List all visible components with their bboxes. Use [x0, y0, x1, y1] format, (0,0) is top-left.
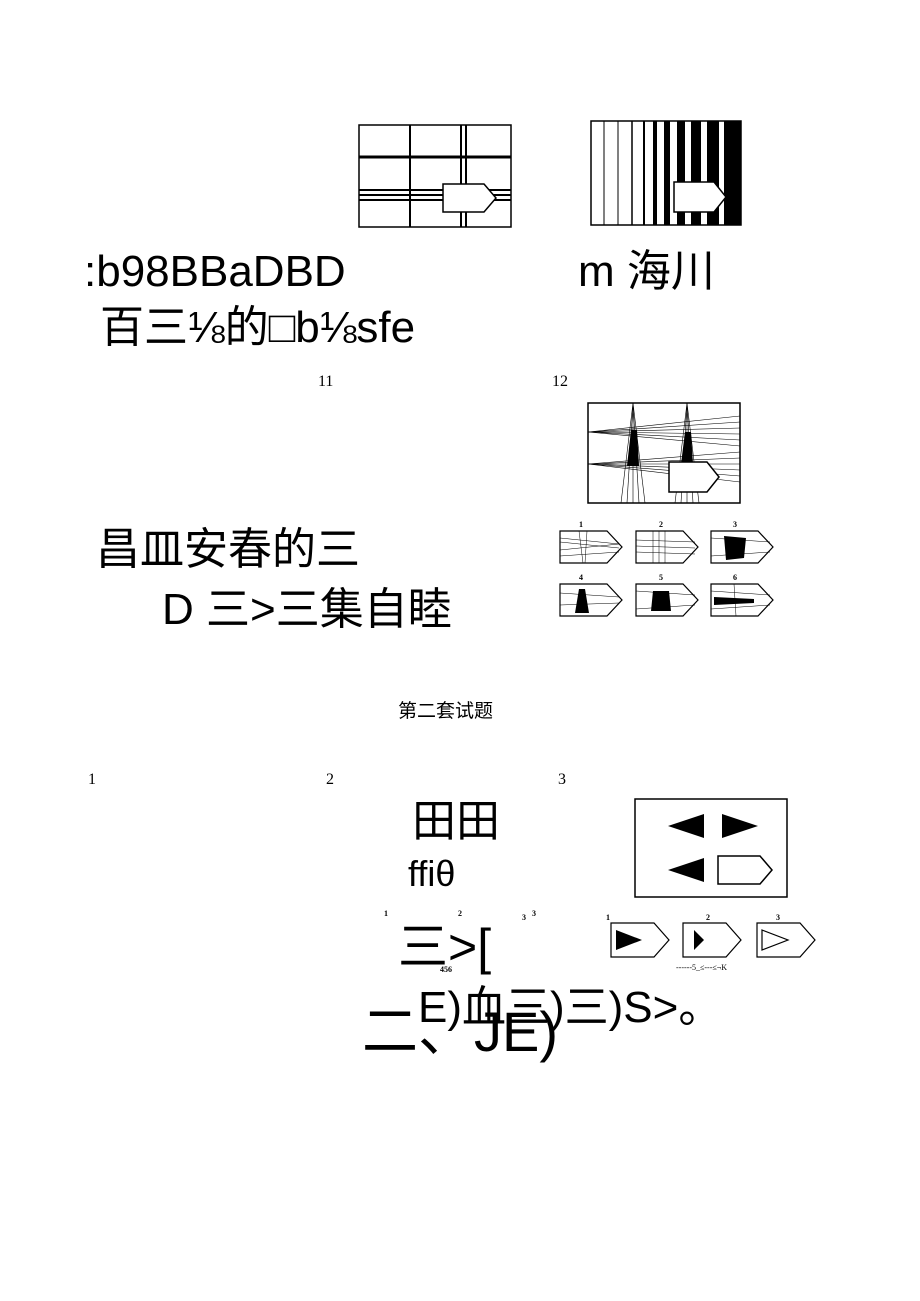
q2-small-456: 456 — [440, 965, 452, 974]
q3-small-row: ------5_≤---≤¬K — [676, 963, 728, 972]
q3-option-3-shape[interactable] — [756, 922, 816, 958]
q2-text-4: E)血三)三)S>。 — [418, 983, 723, 1032]
option-4-shape[interactable] — [559, 583, 623, 617]
section-title: 第二套试题 — [398, 700, 494, 722]
question-3-number: 3 — [558, 771, 566, 788]
q2-text-1: 田田 — [412, 797, 500, 846]
stripes-arrow-figure — [590, 120, 742, 226]
q2-text-3: 三>[ — [398, 919, 492, 975]
q3-option-number-1: 1 — [606, 913, 610, 922]
garbled-text-line-1-right: m 海川 — [578, 247, 715, 296]
option-1-shape[interactable] — [559, 530, 623, 564]
q2-small-number-1: 1 — [384, 909, 388, 918]
option-3-shape[interactable] — [710, 530, 774, 564]
triangles-arrow-figure — [634, 798, 788, 898]
spotlight-arrow-figure — [587, 402, 741, 504]
q3-option-1-shape[interactable] — [610, 922, 670, 958]
q2-text-5: 二、JE) — [362, 1000, 558, 1063]
option-number-1: 1 — [579, 520, 583, 529]
question-12-number: 12 — [552, 373, 568, 390]
q2-small-number-3b: 3 — [532, 909, 536, 918]
option-number-4: 4 — [579, 573, 583, 582]
garbled-text-line-1: :b98BBaDBD — [84, 247, 346, 296]
question-11-number: 11 — [318, 373, 334, 390]
garbled-text-line-3: 昌皿安春的三 — [96, 525, 360, 574]
option-6-shape[interactable] — [710, 583, 774, 617]
q2-text-2: ffiθ — [408, 853, 456, 894]
question-2-number: 2 — [326, 771, 334, 788]
q2-small-number-2: 2 — [458, 909, 462, 918]
question-1-number: 1 — [88, 771, 96, 788]
q3-option-number-3: 3 — [776, 913, 780, 922]
option-2-shape[interactable] — [635, 530, 699, 564]
option-number-6: 6 — [733, 573, 737, 582]
garbled-text-line-2: 百三⅛的□b⅛sfe — [100, 303, 416, 352]
q2-small-number-3: 3 — [522, 913, 526, 922]
option-5-shape[interactable] — [635, 583, 699, 617]
garbled-text-line-4: D 三>三集自睦 — [162, 585, 452, 634]
option-number-3: 3 — [733, 520, 737, 529]
option-number-5: 5 — [659, 573, 663, 582]
grid-arrow-figure — [358, 124, 512, 228]
option-number-2: 2 — [659, 520, 663, 529]
q3-option-2-shape[interactable] — [682, 922, 742, 958]
q3-option-number-2: 2 — [706, 913, 710, 922]
